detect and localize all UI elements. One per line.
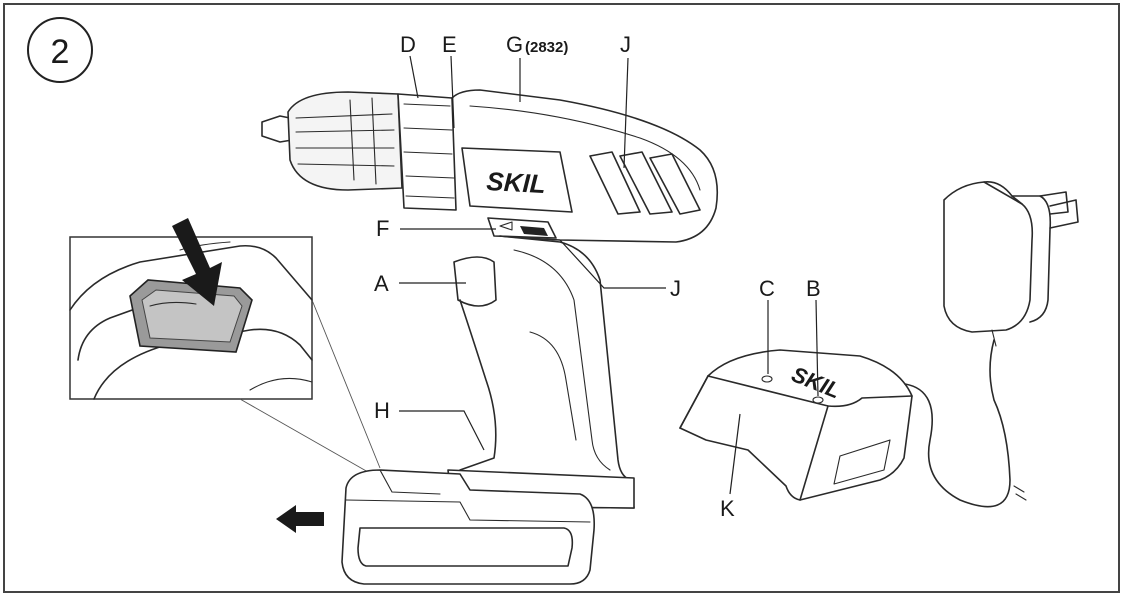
- label-a: A: [374, 271, 389, 296]
- figure-number-badge: 2: [27, 17, 93, 83]
- label-b: B: [806, 276, 821, 301]
- figure-frame: [3, 3, 1120, 593]
- release-button-inset: [69, 236, 381, 473]
- figure-number: 2: [51, 33, 70, 71]
- label-j-side: J: [670, 276, 681, 301]
- label-k: K: [720, 496, 735, 521]
- leader-lines: [399, 55, 819, 495]
- label-j-top: J: [620, 32, 631, 57]
- charger-base-illustration: SKIL: [679, 339, 1027, 508]
- label-d: D: [400, 32, 416, 57]
- slide-out-arrow-icon: [276, 505, 324, 533]
- label-e: E: [442, 32, 457, 57]
- label-f: F: [376, 216, 389, 241]
- label-c: C: [759, 276, 775, 301]
- drill-illustration: SKIL: [261, 89, 719, 585]
- label-g: G: [506, 32, 523, 57]
- drill-skil-logo: SKIL: [486, 166, 547, 199]
- wall-adapter-illustration: [943, 180, 1079, 347]
- label-h: H: [374, 398, 390, 423]
- press-arrow-icon: [172, 218, 222, 306]
- label-g-model: (2832): [525, 39, 568, 56]
